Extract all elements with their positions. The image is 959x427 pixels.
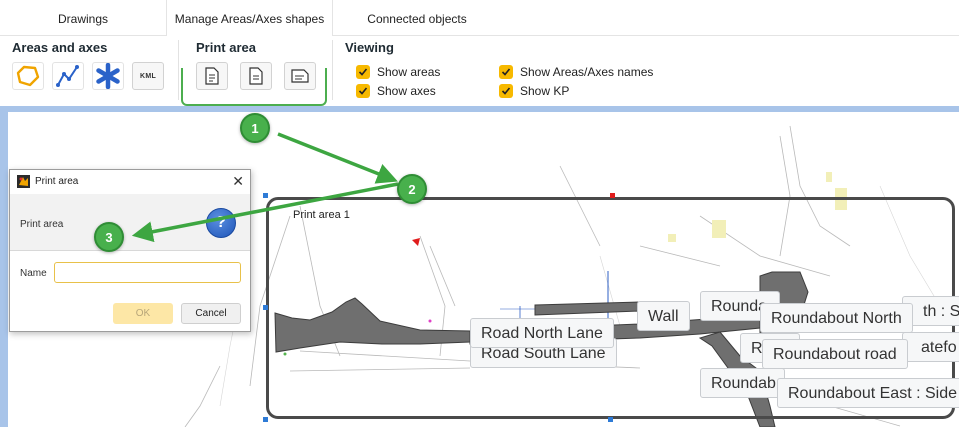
- print-area-name: Print area 1: [293, 209, 350, 221]
- dialog-title: Print area: [35, 176, 79, 187]
- asterisk-button[interactable]: [92, 62, 124, 90]
- checkbox-checked-icon: [499, 65, 513, 79]
- ribbon-tab-bar: Drawings Manage Areas/Axes shapes Connec…: [0, 0, 959, 37]
- map-label[interactable]: Roundab: [700, 368, 785, 398]
- rotate-handle[interactable]: [610, 193, 615, 198]
- app-logo-icon: [17, 175, 30, 188]
- show-names-checkbox[interactable]: Show Areas/Axes names: [499, 65, 653, 79]
- print-area-group-title: Print area: [196, 40, 256, 55]
- areas-and-axes-group-title: Areas and axes: [12, 40, 108, 55]
- tab-manage-areas-axes-shapes[interactable]: Manage Areas/Axes shapes: [166, 0, 333, 37]
- edit-print-area-icon: [249, 67, 263, 85]
- resize-handle[interactable]: [263, 417, 268, 422]
- viewing-group-title: Viewing: [345, 40, 394, 55]
- show-areas-label: Show areas: [377, 65, 441, 79]
- canvas-left-border: [0, 106, 8, 427]
- callout-1: 1: [240, 113, 270, 143]
- close-icon[interactable]: ✕: [232, 173, 244, 189]
- ok-button[interactable]: OK: [113, 303, 173, 324]
- roundabout-road-label[interactable]: Roundabout road: [762, 339, 908, 369]
- help-glyph: ?: [216, 214, 226, 231]
- resize-handle[interactable]: [608, 417, 613, 422]
- draw-axis-button[interactable]: [52, 62, 84, 90]
- name-input[interactable]: [54, 262, 241, 283]
- print-area-document-icon: [205, 67, 219, 85]
- map-label[interactable]: atefo: [902, 332, 959, 362]
- checkbox-checked-icon: [356, 65, 370, 79]
- roundabout-north-label[interactable]: Roundabout North: [760, 303, 913, 333]
- dialog-header-label: Print area: [20, 219, 64, 230]
- show-axes-checkbox[interactable]: Show axes: [356, 84, 436, 98]
- landscape-print-area-icon: [291, 69, 309, 83]
- show-areas-checkbox[interactable]: Show areas: [356, 65, 440, 79]
- show-kp-label: Show KP: [520, 84, 570, 98]
- polygon-area-icon: [16, 65, 40, 87]
- dialog-header: Print area ?: [10, 194, 250, 251]
- polyline-axis-icon: [56, 65, 79, 87]
- ribbon-separator: [332, 40, 333, 100]
- ribbon: Areas and axes KML: [0, 36, 959, 111]
- cancel-button[interactable]: Cancel: [181, 303, 241, 324]
- landscape-print-area-button[interactable]: [284, 62, 316, 90]
- show-names-label: Show Areas/Axes names: [520, 65, 654, 79]
- callout-2: 2: [397, 174, 427, 204]
- name-field-label: Name: [20, 268, 47, 279]
- road-north-lane-label[interactable]: Road North Lane: [470, 318, 614, 348]
- edit-print-area-button[interactable]: [240, 62, 272, 90]
- print-area-dialog: Print area ✕ Print area ? Name OK Cancel: [9, 169, 251, 332]
- canvas-top-border: [0, 106, 959, 112]
- resize-handle[interactable]: [263, 193, 268, 198]
- checkbox-checked-icon: [356, 84, 370, 98]
- asterisk-icon: [96, 63, 120, 89]
- roundabout-east-side-label[interactable]: Roundabout East : Side: [777, 378, 959, 408]
- show-axes-label: Show axes: [377, 84, 436, 98]
- print-area-highlight: [181, 68, 327, 106]
- tab-connected-objects[interactable]: Connected objects: [367, 12, 467, 26]
- draw-area-button[interactable]: [12, 62, 44, 90]
- resize-handle[interactable]: [263, 305, 268, 310]
- show-kp-checkbox[interactable]: Show KP: [499, 84, 569, 98]
- new-print-area-button[interactable]: [196, 62, 228, 90]
- kml-import-button[interactable]: KML: [132, 62, 164, 90]
- help-icon[interactable]: ?: [206, 208, 236, 238]
- ribbon-separator: [178, 40, 179, 100]
- wall-label[interactable]: Wall: [637, 301, 690, 331]
- tab-drawings[interactable]: Drawings: [57, 12, 108, 26]
- kml-icon: KML: [139, 72, 157, 80]
- dialog-title-bar: Print area ✕: [10, 170, 250, 194]
- checkbox-checked-icon: [499, 84, 513, 98]
- callout-3: 3: [94, 222, 124, 252]
